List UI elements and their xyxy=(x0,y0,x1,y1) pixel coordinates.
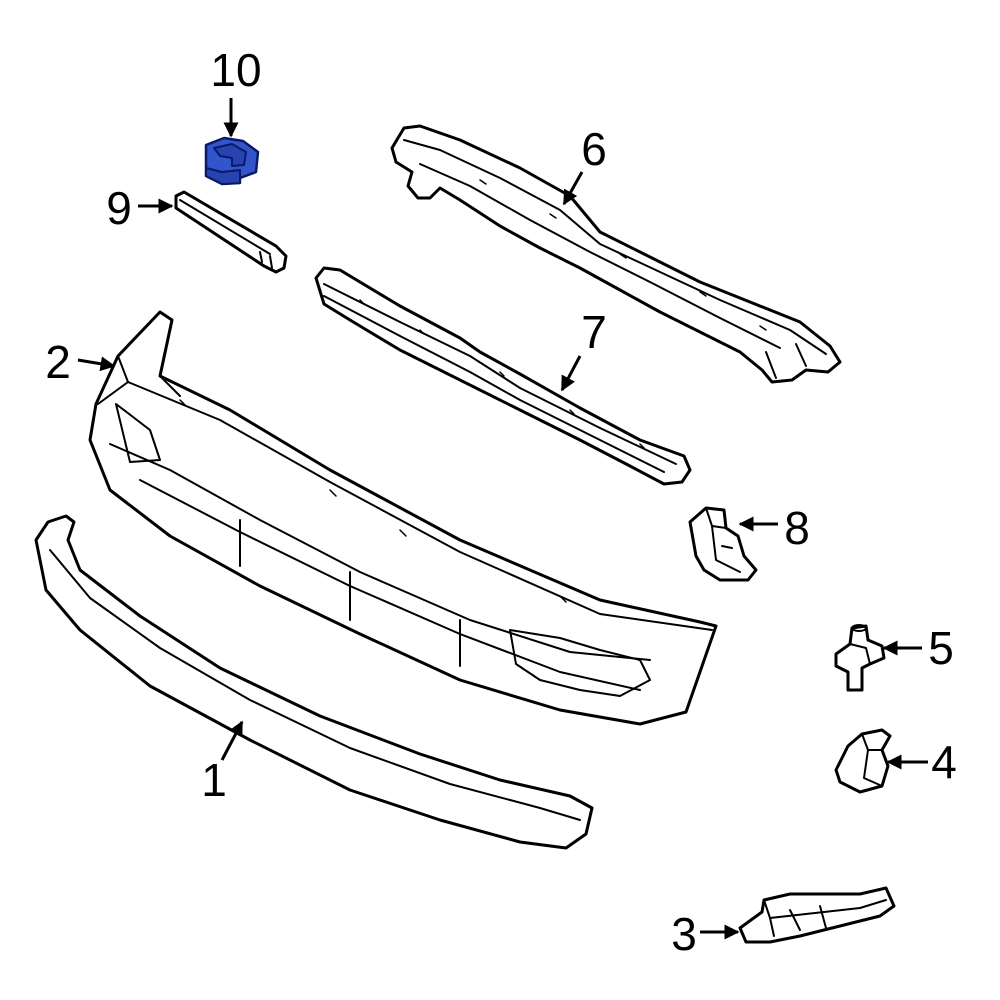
callout-10: 10 xyxy=(210,44,261,96)
callout-8: 8 xyxy=(784,502,810,554)
callout-4: 4 xyxy=(931,736,957,788)
arrow-1 xyxy=(220,720,244,761)
part-7-reinforcement-lower[interactable] xyxy=(314,266,692,486)
part-5-clip[interactable] xyxy=(834,624,886,692)
part-8-bracket[interactable] xyxy=(688,506,758,582)
callout-9: 9 xyxy=(106,182,132,234)
callout-3: 3 xyxy=(671,908,697,960)
callout-1: 1 xyxy=(201,754,227,806)
part-3-side-bracket[interactable] xyxy=(738,886,896,944)
callout-7: 7 xyxy=(581,306,607,358)
arrow-2 xyxy=(77,356,116,372)
part-6-reinforcement-upper[interactable] xyxy=(390,124,842,384)
arrow-7 xyxy=(560,355,582,392)
part-4-bracket[interactable] xyxy=(834,728,892,794)
part-9-stay[interactable] xyxy=(174,190,288,274)
callout-5: 5 xyxy=(928,622,954,674)
part-2-bumper-cover[interactable] xyxy=(88,310,718,726)
callout-labels: 10 9 2 6 7 8 5 4 3 1 xyxy=(45,44,957,960)
callout-2: 2 xyxy=(45,336,71,388)
part-10-bracket[interactable] xyxy=(204,136,260,186)
callout-6: 6 xyxy=(581,123,607,175)
part-1-valance[interactable] xyxy=(34,514,594,850)
arrow-6 xyxy=(562,171,584,206)
callout-arrows xyxy=(77,98,928,940)
